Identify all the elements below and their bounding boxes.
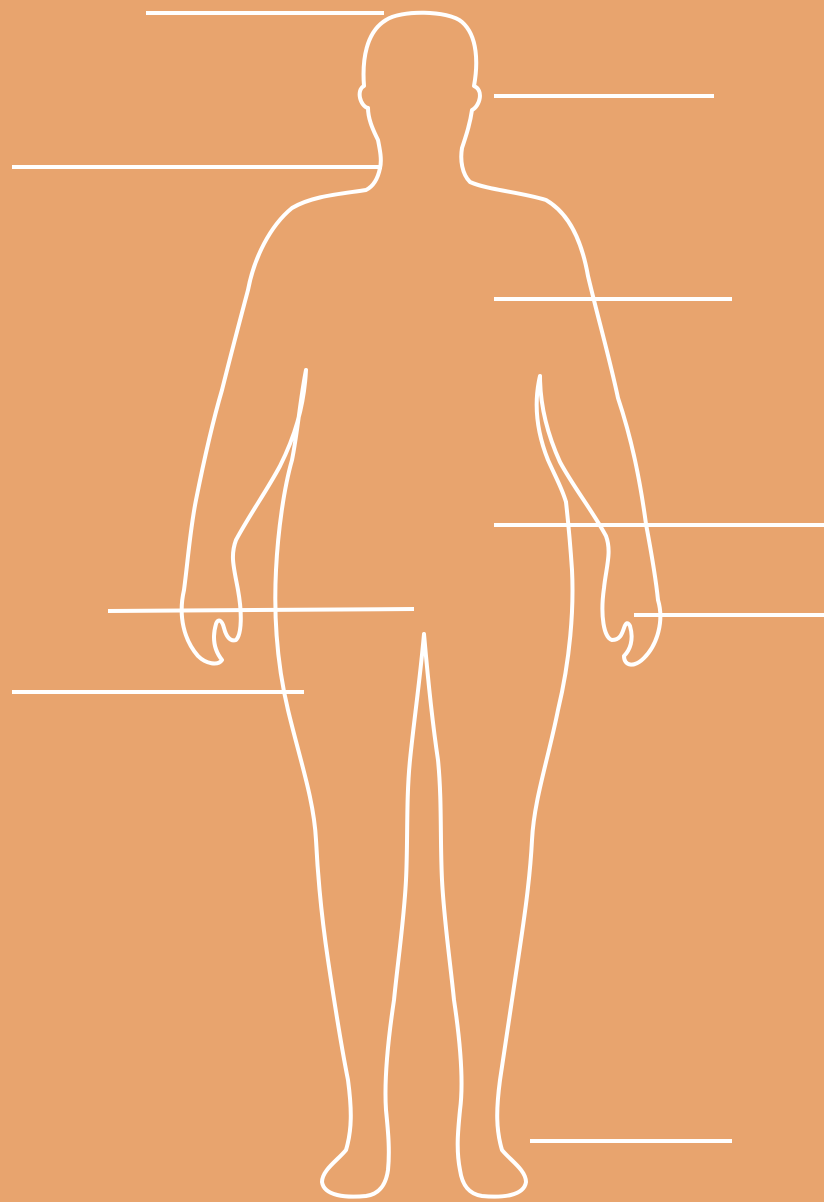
label-line-hand-left xyxy=(108,609,414,611)
